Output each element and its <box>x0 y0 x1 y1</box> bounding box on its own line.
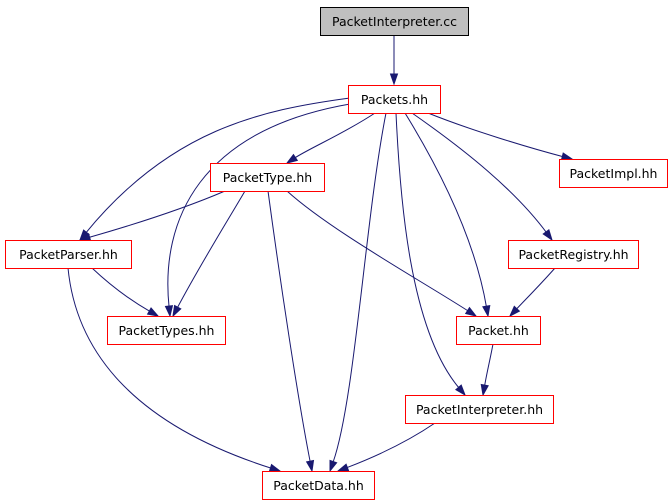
edge-line <box>88 190 226 239</box>
edge-packets_hh-to-packetinterpreter_hh <box>395 112 466 397</box>
edge-packetparser_hh-to-packettypes_hh <box>91 267 160 317</box>
node-box <box>508 240 639 269</box>
edge-arrowhead <box>146 307 160 317</box>
edge-line <box>286 190 469 312</box>
edge-line <box>67 267 272 469</box>
node-box <box>107 316 226 345</box>
edge-packets_hh-to-packetimpl_hh <box>427 112 574 161</box>
edge-arrowhead <box>305 459 315 473</box>
node-box <box>210 163 325 192</box>
node-packettype-hh[interactable]: PacketType.hh <box>210 163 325 192</box>
node-packetdata-hh[interactable]: PacketData.hh <box>262 471 375 500</box>
edge-line <box>176 190 246 309</box>
edge-arrowhead <box>389 73 399 86</box>
edge-arrowhead <box>480 383 489 397</box>
node-packetregistry-hh[interactable]: PacketRegistry.hh <box>508 240 639 269</box>
edge-arrowhead <box>482 304 491 318</box>
edge-arrowhead <box>336 463 350 472</box>
edge-line <box>167 103 351 308</box>
edge-packettype_hh-to-packetdata_hh <box>267 190 315 473</box>
edge-line <box>404 112 487 308</box>
edge-arrowhead <box>542 229 553 242</box>
edge-line <box>91 267 151 312</box>
node-label: PacketType.hh <box>223 170 312 185</box>
edge-root-to-packets_hh <box>389 35 399 86</box>
edge-arrowhead <box>172 304 182 318</box>
edge-arrowhead <box>164 305 174 318</box>
edge-line <box>332 112 387 463</box>
node-packet-hh[interactable]: Packet.hh <box>456 316 541 345</box>
node-label: PacketInterpreter.hh <box>416 402 543 417</box>
node-box <box>348 85 441 114</box>
edge-packet_hh-to-packetinterpreter_hh <box>480 343 494 397</box>
edge-packetparser_hh-to-packetdata_hh <box>67 267 282 472</box>
node-label: Packet.hh <box>468 323 529 338</box>
edge-packets_hh-to-packetregistry_hh <box>411 112 553 242</box>
edge-line <box>395 112 460 389</box>
edge-packets_hh-to-packetdata_hh <box>329 112 387 473</box>
node-box <box>456 316 541 345</box>
edge-line <box>515 267 556 310</box>
edge-line <box>346 422 436 469</box>
node-label: PacketParser.hh <box>19 247 118 262</box>
edge-line <box>427 112 564 158</box>
edge-packettype_hh-to-packet_hh <box>286 190 478 317</box>
node-label: PacketImpl.hh <box>570 166 658 181</box>
edge-arrowhead <box>464 306 478 317</box>
edge-arrowhead <box>268 463 282 472</box>
edge-arrowhead <box>508 305 521 318</box>
node-packets-hh[interactable]: Packets.hh <box>348 85 441 114</box>
edge-packets_hh-to-packettype_hh <box>285 112 376 164</box>
node-box <box>5 240 132 269</box>
edge-arrowhead <box>329 459 338 473</box>
node-box <box>320 7 469 36</box>
nodes-layer: PacketInterpreter.ccPackets.hhPacketType… <box>5 7 668 500</box>
edge-line <box>85 97 351 234</box>
edge-packets_hh-to-packet_hh <box>404 112 491 318</box>
edge-packetinterpreter_hh-to-packetdata_hh <box>336 422 436 472</box>
node-label: PacketInterpreter.cc <box>332 14 457 29</box>
node-packetparser-hh[interactable]: PacketParser.hh <box>5 240 132 269</box>
edge-packettype_hh-to-packetparser_hh <box>78 190 226 242</box>
node-box <box>262 471 375 500</box>
edges-layer <box>67 35 574 473</box>
node-box <box>559 159 668 188</box>
edge-arrowhead <box>560 152 574 161</box>
edge-packettype_hh-to-packettypes_hh <box>172 190 246 318</box>
node-packetimpl-hh[interactable]: PacketImpl.hh <box>559 159 668 188</box>
edge-arrowhead <box>455 384 466 397</box>
node-label: PacketRegistry.hh <box>518 247 628 262</box>
node-packetinterpreter-hh[interactable]: PacketInterpreter.hh <box>405 395 554 424</box>
node-box <box>405 395 554 424</box>
edge-line <box>267 190 311 463</box>
edge-arrowhead <box>285 153 299 164</box>
node-label: Packets.hh <box>361 92 428 107</box>
edge-line <box>411 112 548 234</box>
node-root: PacketInterpreter.cc <box>320 7 469 36</box>
edge-packetregistry_hh-to-packet_hh <box>508 267 556 318</box>
node-label: PacketTypes.hh <box>119 323 215 338</box>
node-label: PacketData.hh <box>273 478 364 493</box>
edge-packets_hh-to-packettypes_hh <box>164 103 351 318</box>
edge-line <box>294 112 376 159</box>
edge-line <box>484 343 494 387</box>
node-packettypes-hh[interactable]: PacketTypes.hh <box>107 316 226 345</box>
